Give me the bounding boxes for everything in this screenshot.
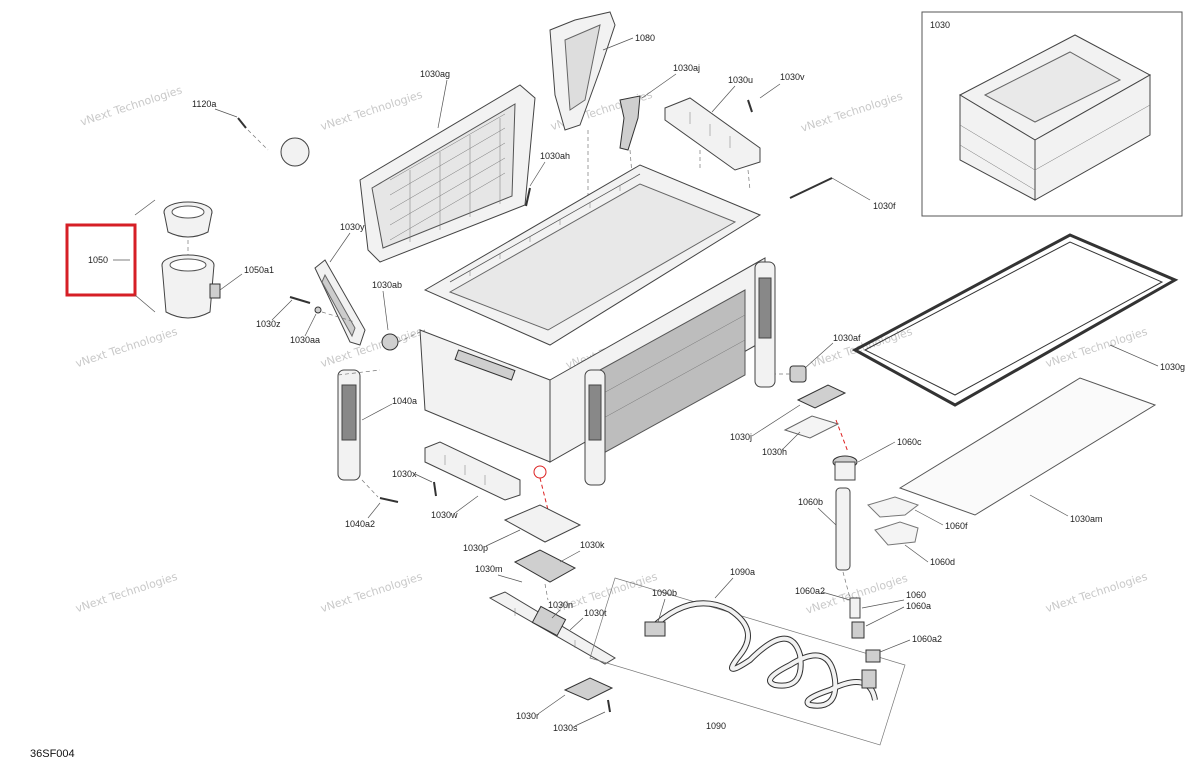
label-1050[interactable]: 1050 [88, 255, 108, 265]
sheet-1030am[interactable]: 1030am [898, 377, 1157, 524]
label-1060d[interactable]: 1060d [930, 557, 955, 567]
inset-label: 1030 [930, 20, 950, 30]
lid-mesh [389, 113, 506, 242]
label-1030g[interactable]: 1030g [1160, 362, 1185, 372]
box-top-panel [448, 183, 737, 331]
label-1030y[interactable]: 1030y [340, 222, 365, 232]
handle-1030y[interactable]: 1030y [314, 222, 366, 346]
label-1060[interactable]: 1060 [906, 590, 926, 600]
label-1090b[interactable]: 1090b [652, 588, 677, 598]
label-1090[interactable]: 1090 [706, 721, 726, 731]
pad-1060d[interactable]: 1060d [874, 521, 955, 567]
bracket-1030k[interactable]: 1030k [513, 540, 605, 601]
label-1030am[interactable]: 1030am [1070, 514, 1103, 524]
label-1040a2[interactable]: 1040a2 [345, 519, 375, 529]
label-1030v[interactable]: 1030v [780, 72, 805, 82]
watermark: vNext Technologies [74, 570, 179, 615]
latch-1030aj[interactable]: 1030aj [619, 63, 700, 176]
label-1060f[interactable]: 1060f [945, 521, 968, 531]
fitting-1060[interactable]: 1060a2 1060 1060a 1060a2 [795, 586, 942, 663]
leg-left-grip [341, 384, 357, 441]
connector-1030af[interactable]: 1030af [775, 333, 861, 383]
label-1040a[interactable]: 1040a [392, 396, 417, 406]
leg-right-grip [758, 277, 772, 339]
label-1030m[interactable]: 1030m [475, 564, 503, 574]
leg-front-grip [588, 384, 602, 441]
drain-port [533, 465, 547, 479]
label-1060b[interactable]: 1060b [798, 497, 823, 507]
leg-1040a[interactable]: 1040a 1040a2 [337, 369, 417, 529]
watermark: vNext Technologies [74, 325, 179, 370]
label-1120a[interactable]: 1120a [192, 99, 216, 109]
label-1030af[interactable]: 1030af [833, 333, 861, 343]
strap-1030t[interactable]: 1030m 1030n 1030t [475, 564, 616, 665]
screw-1030z[interactable]: 1030z 1030aa [256, 296, 356, 345]
main-box-body[interactable] [337, 164, 776, 511]
label-1080[interactable]: 1080 [635, 33, 655, 43]
label-1030ah[interactable]: 1030ah [540, 151, 570, 161]
plate-1030p[interactable]: 1030p [463, 504, 582, 553]
label-1060c[interactable]: 1060c [897, 437, 922, 447]
watermark: vNext Technologies [319, 570, 424, 615]
watermark: vNext Technologies [799, 89, 904, 134]
front-handle [454, 349, 516, 381]
watermark: vNext Technologies [1044, 570, 1149, 615]
pad-1060f[interactable]: 1060f [867, 496, 968, 531]
label-1030p[interactable]: 1030p [463, 543, 488, 553]
watermark: vNext Technologies [319, 88, 424, 133]
rail-1030w[interactable]: 1030x 1030w [392, 441, 521, 520]
label-1030r[interactable]: 1030r [516, 711, 539, 721]
label-1060a2[interactable]: 1060a2 [795, 586, 825, 596]
gasket-1030g[interactable]: 1030g [851, 233, 1185, 407]
rod-1030f[interactable]: 1030f [789, 177, 896, 211]
watermark: vNext Technologies [79, 83, 184, 128]
box-top-ruler [449, 173, 641, 283]
rod-holder-1080[interactable]: 1080 [549, 11, 655, 200]
label-1030ag[interactable]: 1030ag [420, 69, 450, 79]
cup-holder-1050[interactable]: 1050a1 [161, 201, 274, 319]
tube-1060b[interactable]: 1060b [798, 487, 851, 599]
watermark: vNext Technologies [319, 325, 424, 370]
highlight-1050[interactable]: 1050 [65, 199, 156, 313]
label-1030h[interactable]: 1030h [762, 447, 787, 457]
screw-1120a[interactable]: 1120a [192, 99, 310, 167]
label-1030t[interactable]: 1030t [584, 608, 607, 618]
clip-1030r[interactable]: 1030r 1030s [516, 677, 614, 733]
label-1030f[interactable]: 1030f [873, 201, 896, 211]
highlight-box [65, 223, 137, 297]
lid-1030ag[interactable]: 1030ag [359, 69, 536, 263]
label-1030aj[interactable]: 1030aj [673, 63, 700, 73]
label-1050a1[interactable]: 1050a1 [244, 265, 274, 275]
label-1030z[interactable]: 1030z [256, 319, 281, 329]
label-1030aa[interactable]: 1030aa [290, 335, 320, 345]
label-1060a[interactable]: 1060a [906, 601, 931, 611]
knob-1030ab[interactable]: 1030ab [372, 280, 426, 351]
label-1060a2-lower[interactable]: 1060a2 [912, 634, 942, 644]
bracket-1030u[interactable]: 1030u 1030v [664, 72, 805, 191]
label-1030u[interactable]: 1030u [728, 75, 753, 85]
bracket-icon [280, 137, 310, 167]
hose-end-right [861, 669, 877, 689]
watermark: vNext Technologies [1044, 325, 1149, 370]
part-1030ah[interactable]: 1030ah [525, 151, 570, 207]
inset-lid-panel [983, 51, 1122, 123]
label-1030x[interactable]: 1030x [392, 469, 417, 479]
label-1030ab[interactable]: 1030ab [372, 280, 402, 290]
hose-1090[interactable]: 1090a 1090b 1090 [589, 567, 906, 746]
fitting-1060c[interactable]: 1060c [832, 437, 922, 481]
plate-1030j[interactable]: 1030j 1030h [730, 384, 849, 457]
hose-end-1090b [644, 621, 666, 637]
label-1090a[interactable]: 1090a [730, 567, 755, 577]
label-1030k[interactable]: 1030k [580, 540, 605, 550]
inset-1030-assembly[interactable]: 1030 [921, 11, 1183, 217]
diagram-code: 36SF004 [30, 748, 75, 760]
label-1030s[interactable]: 1030s [553, 723, 578, 733]
label-1030n[interactable]: 1030n [548, 600, 573, 610]
label-1030w[interactable]: 1030w [431, 510, 458, 520]
label-1030j[interactable]: 1030j [730, 432, 752, 442]
